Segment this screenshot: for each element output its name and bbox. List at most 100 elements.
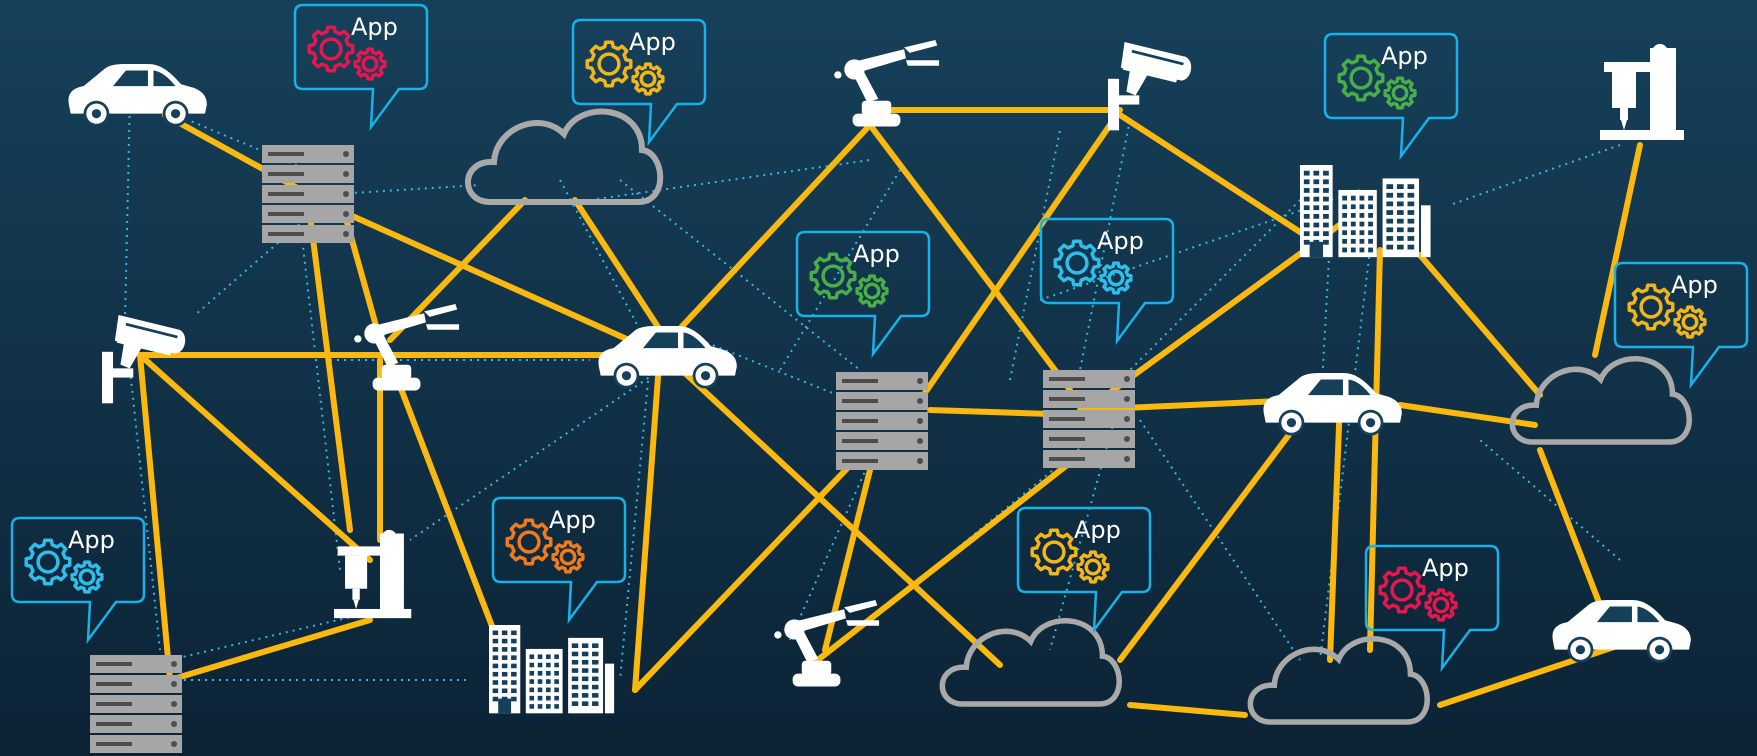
building-icon: [1300, 165, 1431, 258]
app-label: App: [1097, 227, 1144, 255]
car-icon: [1263, 373, 1402, 436]
cloud-icon: [1247, 636, 1430, 725]
app-bubble: App: [571, 18, 707, 147]
primary-link: [632, 347, 663, 693]
app-bubble: App: [491, 496, 627, 625]
app-label: App: [68, 526, 115, 554]
speech-bubble-outline: [1039, 217, 1175, 346]
gear-icon: [1053, 239, 1101, 287]
car-icon: [598, 326, 737, 389]
gear-icon: [1378, 566, 1426, 614]
gear-icon: [631, 62, 665, 96]
secondary-link: [1479, 439, 1621, 561]
primary-link: [802, 452, 1083, 673]
secondary-link: [319, 184, 481, 196]
primary-link: [572, 197, 663, 333]
primary-link: [1367, 247, 1383, 653]
secondary-link: [1079, 119, 1131, 371]
secondary-link: [129, 369, 161, 651]
security-camera-icon: [1108, 42, 1192, 131]
gear-icon: [855, 274, 889, 308]
cloud-icon: [939, 618, 1122, 707]
secondary-link: [589, 159, 871, 201]
speech-bubble-outline: [1364, 544, 1500, 673]
gear-icon: [1383, 76, 1417, 110]
primary-link: [347, 212, 643, 348]
gear-icon: [353, 47, 387, 81]
robot-arm-icon: [354, 304, 460, 391]
gear-icon: [24, 538, 72, 586]
car-icon: [1552, 600, 1691, 663]
primary-link: [657, 347, 1003, 668]
gear-icon: [809, 252, 857, 300]
primary-link: [387, 357, 508, 663]
app-label: App: [351, 13, 398, 41]
primary-link: [307, 212, 353, 533]
building-icon: [489, 625, 615, 714]
speech-bubble-outline: [10, 516, 146, 645]
secondary-link: [1009, 129, 1061, 381]
primary-link: [1117, 397, 1318, 663]
gear-icon: [1076, 550, 1110, 584]
app-label: App: [853, 240, 900, 268]
gear-icon: [1030, 528, 1078, 576]
secondary-link: [699, 339, 851, 401]
speech-bubble-outline: [1016, 506, 1152, 635]
speech-bubble-outline: [1323, 32, 1459, 161]
secondary-link: [169, 609, 381, 661]
app-label: App: [1422, 554, 1469, 582]
primary-link: [1592, 142, 1643, 358]
secondary-link: [194, 214, 311, 316]
secondary-link: [789, 459, 871, 641]
app-label: App: [1671, 271, 1718, 299]
gear-icon: [585, 40, 633, 88]
app-bubble: App: [1039, 217, 1175, 346]
app-label: App: [1381, 42, 1428, 70]
app-label: App: [549, 506, 596, 534]
gear-icon: [1424, 588, 1458, 622]
robot-arm-icon: [834, 40, 940, 127]
gear-icon: [1673, 305, 1707, 339]
primary-link: [1417, 252, 1543, 398]
app-label: App: [1074, 516, 1121, 544]
app-bubble: App: [10, 516, 146, 645]
gear-icon: [1099, 261, 1133, 295]
primary-link: [632, 452, 863, 693]
primary-link: [867, 122, 1073, 393]
cloud-icon: [465, 108, 664, 205]
primary-link: [137, 352, 173, 683]
server-icon: [90, 655, 182, 753]
gear-icon: [505, 518, 553, 566]
app-bubble: App: [1613, 261, 1749, 390]
app-bubble: App: [293, 3, 429, 132]
app-bubble: App: [1016, 506, 1152, 635]
secondary-link: [299, 219, 341, 571]
speech-bubble-outline: [491, 496, 627, 625]
cloud-icon: [1509, 356, 1692, 445]
server-icon: [1043, 370, 1135, 468]
primary-link: [1077, 397, 1303, 413]
speech-bubble-outline: [571, 18, 707, 147]
security-camera-icon: [102, 315, 186, 404]
primary-link: [1437, 637, 1638, 708]
app-bubble: App: [1364, 544, 1500, 673]
speech-bubble-outline: [1613, 261, 1749, 390]
primary-link: [917, 122, 1113, 403]
primary-link: [137, 352, 373, 563]
gear-icon: [1337, 54, 1385, 102]
primary-link: [1327, 397, 1343, 663]
drill-press-icon: [1600, 44, 1684, 140]
primary-link: [1127, 702, 1248, 718]
speech-bubble-outline: [795, 230, 931, 359]
server-icon: [836, 372, 928, 470]
gear-icon: [551, 540, 585, 574]
gear-icon: [70, 560, 104, 594]
app-label: App: [629, 28, 676, 56]
secondary-link: [124, 94, 131, 321]
primary-link: [1117, 112, 1323, 248]
secondary-link: [1319, 249, 1371, 661]
primary-link: [167, 617, 373, 683]
drill-press-icon: [334, 529, 412, 619]
